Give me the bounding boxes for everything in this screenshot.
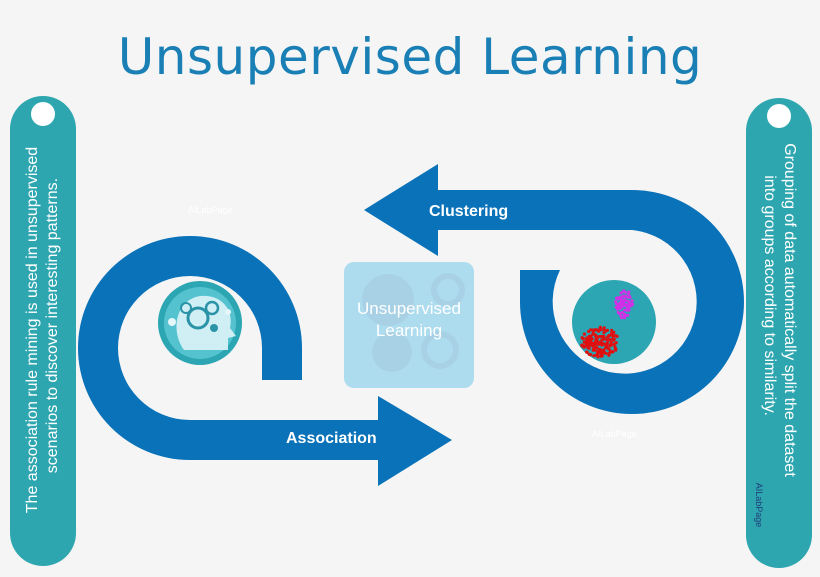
cluster-point bbox=[587, 343, 591, 348]
clustering-description-panel bbox=[746, 98, 812, 568]
panel-dot bbox=[31, 102, 55, 126]
cluster-point bbox=[591, 341, 595, 345]
cluster-point bbox=[625, 308, 629, 312]
panel-dot bbox=[767, 104, 791, 128]
cluster-point bbox=[612, 337, 616, 341]
cluster-point bbox=[610, 328, 614, 332]
cluster-point bbox=[593, 348, 597, 352]
cluster-point bbox=[599, 351, 603, 355]
cluster-point bbox=[618, 311, 622, 315]
cluster-point bbox=[613, 345, 617, 349]
cluster-point bbox=[595, 345, 599, 350]
cluster-point bbox=[606, 334, 611, 338]
cluster-point bbox=[585, 338, 589, 342]
cluster-point bbox=[591, 344, 595, 348]
cluster-point bbox=[598, 348, 602, 352]
cluster-point bbox=[595, 342, 600, 346]
cluster-point bbox=[604, 351, 608, 355]
cluster-point bbox=[627, 300, 631, 303]
cluster-point bbox=[587, 352, 592, 356]
cluster-point bbox=[604, 343, 608, 347]
cluster-point bbox=[582, 332, 587, 336]
association-description-panel bbox=[10, 96, 76, 566]
cluster-point bbox=[582, 340, 586, 344]
association-arrow-head bbox=[378, 396, 452, 486]
cluster-point bbox=[592, 354, 596, 358]
brain-gears-head-icon bbox=[158, 281, 242, 365]
central-concept-line2: Learning bbox=[375, 321, 443, 340]
cluster-point bbox=[585, 350, 589, 354]
cluster-point bbox=[604, 329, 608, 333]
cluster-point bbox=[615, 296, 619, 300]
cluster-point bbox=[609, 349, 613, 354]
cluster-point bbox=[602, 348, 606, 352]
cluster-point bbox=[624, 294, 627, 298]
clustering-arrow-head bbox=[364, 164, 438, 256]
cluster-point bbox=[608, 338, 612, 342]
cluster-point bbox=[587, 346, 591, 350]
cluster-point bbox=[580, 336, 584, 340]
cluster-point bbox=[615, 307, 619, 311]
cluster-point bbox=[612, 330, 616, 334]
cluster-point bbox=[620, 305, 624, 309]
association-arrow-label: Association bbox=[286, 430, 377, 447]
cluster-point bbox=[614, 302, 618, 306]
cluster-point bbox=[626, 313, 630, 317]
cluster-point bbox=[626, 303, 630, 307]
cluster-point bbox=[585, 343, 589, 347]
gears-brain-icon bbox=[344, 262, 474, 388]
central-concept-line1: Unsupervised bbox=[357, 299, 461, 318]
cluster-scatter-icon bbox=[572, 280, 656, 364]
cluster-point bbox=[606, 338, 610, 342]
cluster-point bbox=[620, 295, 624, 299]
cluster-point bbox=[591, 332, 595, 336]
cluster-point bbox=[627, 294, 631, 298]
cluster-point bbox=[611, 334, 615, 338]
cluster-point bbox=[613, 334, 618, 338]
cluster-point bbox=[589, 334, 593, 338]
cluster-point bbox=[596, 355, 600, 359]
cluster-point bbox=[581, 344, 586, 348]
cluster-point bbox=[590, 337, 594, 341]
page-title: Unsupervised Learning bbox=[117, 28, 703, 86]
cluster-point bbox=[618, 301, 622, 305]
cluster-point bbox=[626, 292, 630, 296]
clustering-arrow-label: Clustering bbox=[429, 203, 509, 220]
cluster-point bbox=[588, 341, 592, 345]
cluster-point bbox=[624, 298, 627, 302]
cluster-point bbox=[629, 304, 632, 308]
cluster-point bbox=[608, 343, 613, 347]
cluster-point bbox=[620, 291, 624, 294]
cluster-point bbox=[622, 312, 626, 316]
cluster-point bbox=[602, 334, 606, 338]
cluster-point bbox=[597, 329, 601, 333]
cluster-point bbox=[631, 302, 635, 306]
cluster-point bbox=[630, 299, 634, 303]
central-concept-label: Unsupervised Learning bbox=[344, 298, 474, 342]
cluster-point bbox=[600, 338, 604, 342]
cluster-point bbox=[612, 342, 616, 346]
cluster-point bbox=[598, 325, 603, 329]
cluster-point bbox=[596, 351, 600, 356]
cluster-point bbox=[587, 329, 591, 334]
cluster-point bbox=[606, 347, 610, 351]
left-ring-watermark: AILabPage bbox=[188, 205, 233, 215]
cluster-point bbox=[595, 334, 599, 338]
cluster-point bbox=[603, 337, 607, 341]
cluster-point bbox=[622, 300, 626, 304]
cluster-point bbox=[594, 339, 598, 343]
right-ring-watermark: AILabPage bbox=[592, 429, 637, 439]
cluster-point bbox=[620, 316, 624, 320]
cluster-point bbox=[623, 308, 626, 312]
